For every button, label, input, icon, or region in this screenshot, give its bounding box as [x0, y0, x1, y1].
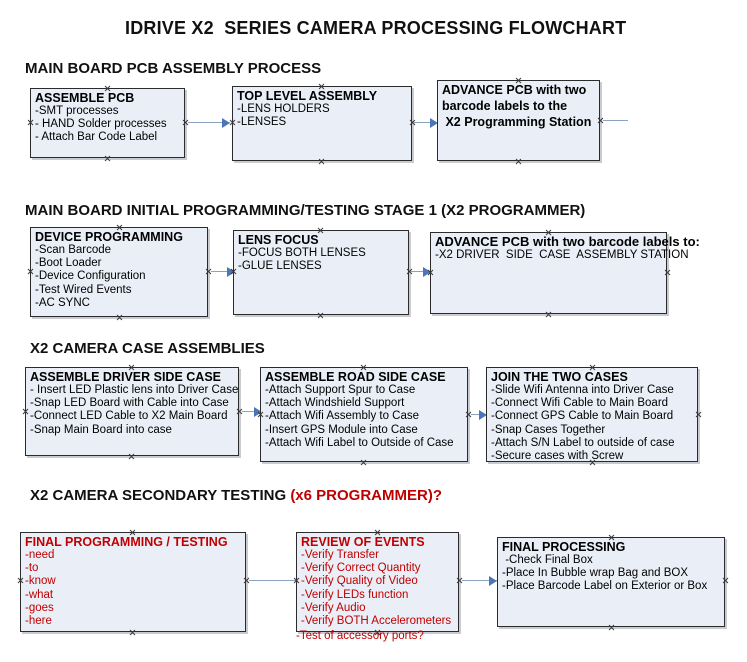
box-line: -LENSES	[237, 116, 287, 129]
box-line: -need	[25, 549, 55, 561]
box-line: -X2 DRIVER SIDE CASE ASSEMBLY STATION	[435, 249, 689, 261]
box-title: DEVICE PROGRAMMING	[35, 230, 183, 244]
section-heading-1: MAIN BOARD PCB ASSEMBLY PROCESS	[25, 60, 322, 77]
box-line: -FOCUS BOTH LENSES	[238, 247, 366, 259]
connector-arrow	[411, 271, 429, 272]
box-line: -Verify Transfer	[301, 549, 379, 561]
box-title-cont: barcode labels to the	[442, 99, 568, 113]
box-line: -Boot Loader	[35, 257, 102, 270]
process-box-assemble-road-side-case[interactable]: ASSEMBLE ROAD SIDE CASE -Attach Support …	[260, 367, 468, 462]
process-box-assemble-driver-side-case[interactable]: ASSEMBLE DRIVER SIDE CASE - Insert LED P…	[25, 367, 239, 456]
box-line: -AC SYNC	[35, 296, 90, 309]
box-line: -to	[25, 562, 39, 575]
box-line: -Snap Cases Together	[491, 423, 606, 436]
box-line: - Insert LED Plastic lens into Driver Ca…	[30, 384, 239, 396]
box-line: -Verify Audio	[301, 601, 366, 614]
box-line: -Insert GPS Module into Case	[265, 423, 418, 436]
page-title: IDRIVE X2 SERIES CAMERA PROCESSING FLOWC…	[125, 18, 627, 38]
connector-arrow	[211, 271, 233, 272]
box-line: -Snap Main Board into case	[30, 423, 172, 436]
box-line: -Attach Wifi Label to Outside of Case	[265, 436, 454, 449]
box-line: -what	[25, 588, 54, 601]
process-box-top-level-assembly[interactable]: TOP LEVEL ASSEMBLY -LENS HOLDERS -LENSES	[232, 86, 412, 161]
box-overflow-line: -Test of accessory ports?	[296, 630, 424, 642]
section-heading-4-text: X2 CAMERA SECONDARY TESTING	[30, 487, 291, 504]
box-line: -SMT processes	[35, 105, 119, 117]
box-line: -Attach Support Spur to Case	[265, 384, 416, 396]
box-title: FINAL PROCESSING	[502, 540, 626, 554]
connector-arrow	[471, 414, 485, 415]
box-line: -Attach S/N Label to outside of case	[491, 436, 675, 449]
box-line: -Place In Bubble wrap Bag and BOX	[502, 567, 689, 580]
section-heading-4-red: (x6 PROGRAMMER)?	[290, 487, 442, 504]
section-heading-3: X2 CAMERA CASE ASSEMBLIES	[30, 340, 265, 357]
box-line: -Connect GPS Cable to Main Board	[491, 410, 674, 423]
process-box-review-of-events[interactable]: REVIEW OF EVENTS -Verify Transfer -Verif…	[296, 532, 459, 632]
box-line: -Slide Wifi Antenna into Driver Case	[491, 384, 674, 396]
box-title-cont: X2 Programming Station	[442, 115, 592, 129]
box-title: JOIN THE TWO CASES	[491, 370, 628, 384]
box-line: -Verify Quality of Video	[301, 575, 418, 588]
process-box-assemble-pcb[interactable]: ASSEMBLE PCB -SMT processes - HAND Solde…	[30, 88, 185, 158]
connector-stub	[462, 580, 498, 581]
box-title: ADVANCE PCB with two barcode labels to:	[435, 234, 700, 249]
process-box-final-programming-testing[interactable]: FINAL PROGRAMMING / TESTING -need -to -k…	[20, 532, 246, 632]
box-title: ADVANCE PCB with two	[442, 83, 587, 97]
arrowhead-icon	[227, 266, 235, 277]
process-box-advance-pcb-programming-station[interactable]: ADVANCE PCB with two barcode labels to t…	[437, 80, 600, 161]
arrowhead-icon	[423, 266, 431, 277]
process-box-lens-focus[interactable]: LENS FOCUS -FOCUS BOTH LENSES -GLUE LENS…	[233, 230, 409, 315]
connector-stub	[249, 580, 299, 581]
box-line: -Verify Correct Quantity	[301, 562, 421, 575]
box-line: -Connect LED Cable to X2 Main Board	[30, 410, 228, 423]
arrowhead-icon	[254, 406, 262, 417]
connector-arrow	[188, 122, 230, 123]
connector-arrow	[414, 122, 436, 123]
box-line: -Snap LED Board with Cable into Case	[30, 397, 229, 410]
connector-arrow	[242, 411, 260, 412]
box-line: -LENS HOLDERS	[237, 103, 330, 115]
box-line: -Place Barcode Label on Exterior or Box	[502, 580, 708, 593]
process-box-final-processing[interactable]: FINAL PROCESSING -Check Final Box -Place…	[497, 537, 725, 627]
box-line: -here	[25, 615, 52, 628]
box-title: ASSEMBLE DRIVER SIDE CASE	[30, 370, 222, 384]
box-line: -Check Final Box	[502, 554, 593, 566]
connector-stub	[603, 120, 628, 121]
arrowhead-icon	[430, 117, 438, 128]
box-title: LENS FOCUS	[238, 233, 319, 247]
process-box-device-programming[interactable]: DEVICE PROGRAMMING -Scan Barcode -Boot L…	[30, 227, 208, 317]
box-line: -Verify BOTH Accelerometers	[301, 615, 452, 628]
process-box-join-the-two-cases[interactable]: JOIN THE TWO CASES -Slide Wifi Antenna i…	[486, 367, 698, 462]
process-box-advance-pcb-driver-side[interactable]: ADVANCE PCB with two barcode labels to: …	[430, 232, 700, 314]
box-line: -Scan Barcode	[35, 244, 112, 256]
box-line: -Test Wired Events	[35, 283, 132, 296]
section-heading-4: X2 CAMERA SECONDARY TESTING (x6 PROGRAMM…	[30, 487, 442, 504]
box-line: -Attach Windshield Support	[265, 397, 405, 410]
arrowhead-icon	[222, 117, 230, 128]
box-title: ASSEMBLE PCB	[35, 91, 135, 105]
box-line: -Device Configuration	[35, 270, 146, 283]
box-title: REVIEW OF EVENTS	[301, 535, 425, 549]
box-line: - HAND Solder processes	[35, 118, 167, 131]
box-line: -Attach Wifi Assembly to Case	[265, 410, 420, 423]
box-line: -Secure cases with Screw	[491, 450, 624, 463]
box-line: -Verify LEDs function	[301, 588, 409, 601]
box-line: -know	[25, 575, 56, 588]
arrowhead-icon	[479, 409, 487, 420]
box-title: ASSEMBLE ROAD SIDE CASE	[265, 370, 446, 384]
box-title: FINAL PROGRAMMING / TESTING	[25, 535, 228, 549]
box-title: TOP LEVEL ASSEMBLY	[237, 89, 378, 103]
box-line: -Connect Wifi Cable to Main Board	[491, 397, 669, 410]
box-line: - Attach Bar Code Label	[35, 131, 158, 144]
box-line: -GLUE LENSES	[238, 260, 322, 273]
section-heading-2: MAIN BOARD INITIAL PROGRAMMING/TESTING S…	[25, 202, 586, 219]
arrowhead-icon	[489, 575, 497, 586]
box-line: -goes	[25, 601, 54, 614]
